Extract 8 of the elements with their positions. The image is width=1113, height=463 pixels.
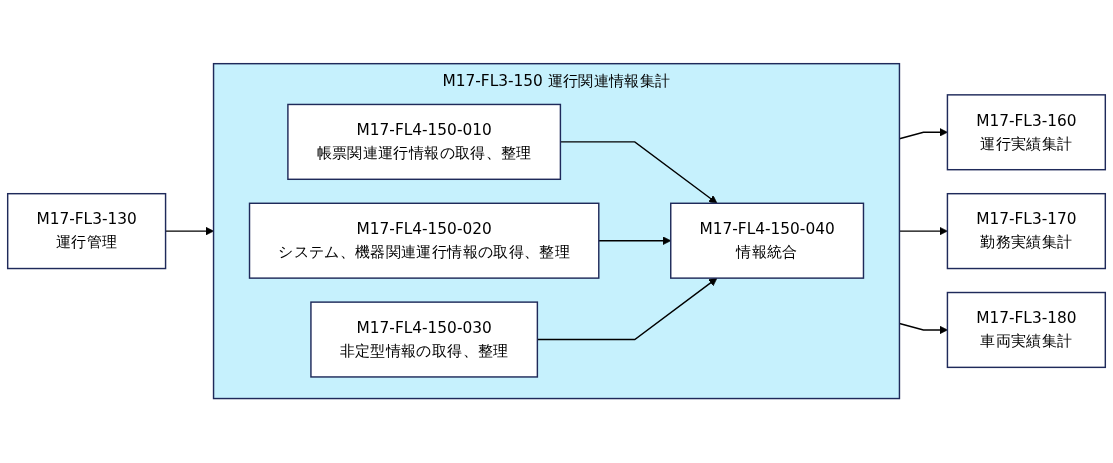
- node-box: M17-FL3-170 勤務実績集計: [946, 193, 1107, 270]
- node-box: M17-FL4-150-030 非定型情報の取得、整理: [310, 301, 539, 379]
- node-box: M17-FL3-180 車両実績集計: [946, 292, 1107, 369]
- node-box: M17-FL4-150-010 帳票関連運行情報の取得、整理: [287, 104, 562, 181]
- node-box: M17-FL3-130 運行管理: [6, 193, 167, 270]
- node-box: M17-FL4-150-020 システム、機器関連運行情報の取得、整理: [248, 202, 600, 280]
- node-box: M17-FL3-160 運行実績集計: [946, 94, 1107, 171]
- node-box: M17-FL4-150-040 情報統合: [670, 202, 865, 280]
